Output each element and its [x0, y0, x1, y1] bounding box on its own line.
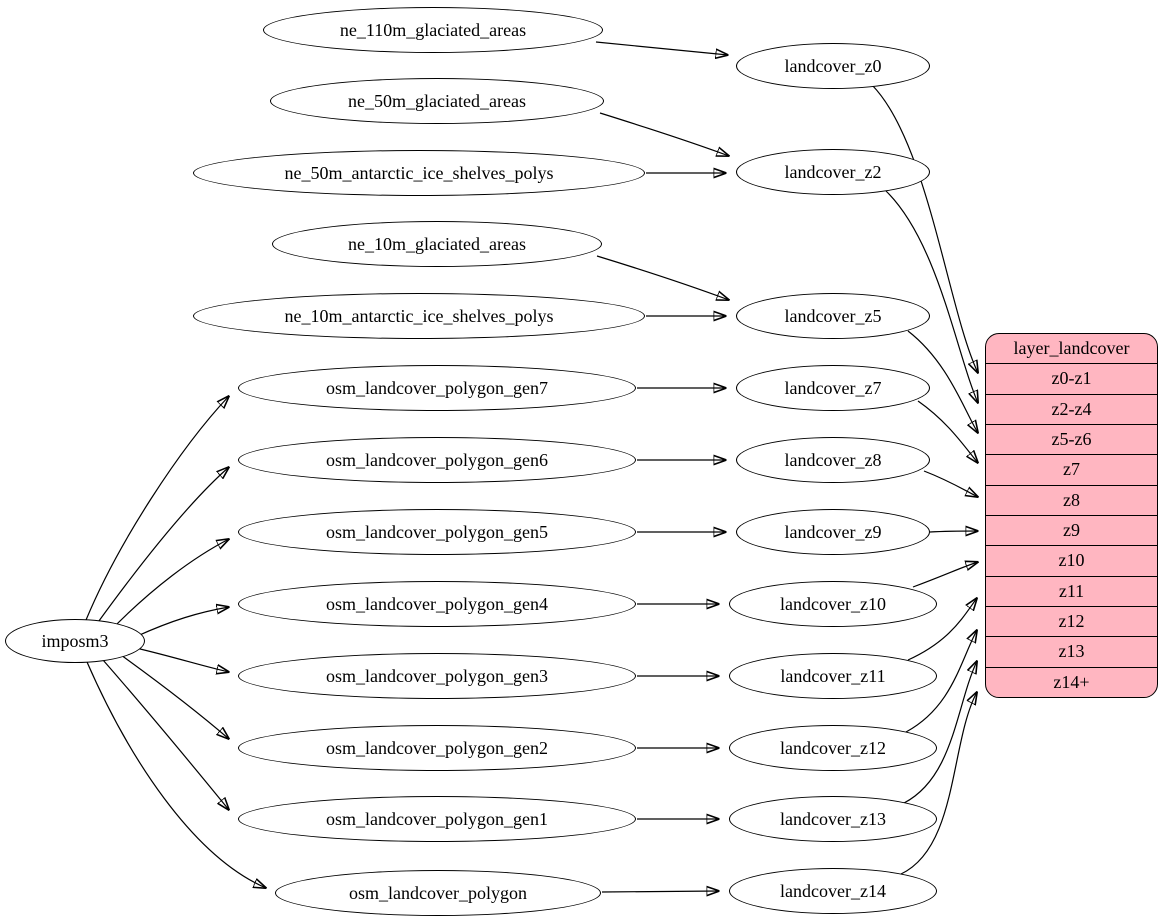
- node-osm-landcover-polygon-gen3: osm_landcover_polygon_gen3: [238, 653, 636, 699]
- record-row-z0-z1: z0-z1: [986, 363, 1157, 393]
- node-landcover-z14: landcover_z14: [729, 868, 937, 914]
- node-ne-110m-glaciated-areas: ne_110m_glaciated_areas: [263, 7, 603, 53]
- node-landcover-z0: landcover_z0: [736, 43, 930, 89]
- node-ne-50m-antarctic-ice-shelves-polys: ne_50m_antarctic_ice_shelves_polys: [193, 150, 645, 196]
- edge-landcover-z11-row-z11: [907, 598, 977, 661]
- node-ne-50m-glaciated-areas: ne_50m_glaciated_areas: [270, 78, 604, 124]
- node-landcover-z13: landcover_z13: [729, 796, 937, 842]
- node-landcover-z7: landcover_z7: [736, 365, 930, 411]
- node-osm-landcover-polygon-gen7: osm_landcover_polygon_gen7: [238, 365, 636, 411]
- edge-landcover-z13-row-z13: [903, 661, 977, 804]
- node-imposm3: imposm3: [5, 619, 145, 663]
- record-row-z10: z10: [986, 545, 1157, 575]
- node-osm-landcover-polygon-gen5: osm_landcover_polygon_gen5: [238, 509, 636, 555]
- edge-imposm3-gen4: [132, 607, 229, 639]
- edge-ne-110m-glaciated-areas-landcover-z0: [595, 41, 728, 55]
- record-row-z8: z8: [986, 484, 1157, 515]
- edge-landcover-z12-row-z12: [905, 630, 977, 733]
- node-osm-landcover-polygon-gen2: osm_landcover_polygon_gen2: [238, 725, 636, 771]
- edge-ne-10m-glaciated-areas-landcover-z5: [596, 255, 729, 300]
- edge-landcover-z10-row-z10: [912, 562, 978, 588]
- node-osm-landcover-polygon-gen6: osm_landcover_polygon_gen6: [238, 437, 636, 483]
- node-landcover-z11: landcover_z11: [729, 653, 937, 699]
- node-landcover-z2: landcover_z2: [736, 149, 930, 195]
- record-row-z12: z12: [986, 605, 1157, 636]
- record-row-z14plus: z14+: [986, 666, 1157, 697]
- edge-imposm3-gen2: [120, 654, 229, 739]
- edge-imposm3-gen1: [102, 659, 229, 810]
- edge-landcover-z8-row-z8: [923, 470, 978, 497]
- edge-imposm3-gen5: [109, 539, 229, 632]
- node-ne-10m-antarctic-ice-shelves-polys: ne_10m_antarctic_ice_shelves_polys: [193, 293, 645, 339]
- record-row-z2-z4: z2-z4: [986, 393, 1157, 424]
- edge-landcover-z14-row-z14plus: [900, 692, 977, 875]
- record-row-z5-z6: z5-z6: [986, 423, 1157, 454]
- edge-imposm3-osm-landcover-polygon: [86, 661, 266, 888]
- node-landcover-z8: landcover_z8: [736, 437, 930, 483]
- node-osm-landcover-polygon: osm_landcover_polygon: [275, 870, 601, 916]
- node-landcover-z5: landcover_z5: [736, 293, 930, 339]
- record-title: layer_landcover: [1013, 338, 1130, 359]
- edge-landcover-z0-row-z0-z1: [871, 84, 978, 373]
- edge-ne-50m-glaciated-areas-landcover-z2: [599, 112, 729, 156]
- node-landcover-z12: landcover_z12: [729, 725, 937, 771]
- node-landcover-z10: landcover_z10: [729, 581, 937, 627]
- edge-landcover-z9-row-z9: [929, 531, 978, 532]
- edge-imposm3-gen6: [95, 467, 229, 626]
- edge-imposm3-gen7: [85, 396, 229, 621]
- edge-landcover-z5-row-z5-z6: [907, 330, 978, 433]
- record-row-z9: z9: [986, 514, 1157, 545]
- node-osm-landcover-polygon-gen4: osm_landcover_polygon_gen4: [238, 581, 636, 627]
- node-ne-10m-glaciated-areas: ne_10m_glaciated_areas: [272, 221, 602, 267]
- node-layer-landcover: layer_landcover z0-z1 z2-z4 z5-z6 z7 z8 …: [985, 333, 1158, 698]
- record-row-z7: z7: [986, 454, 1157, 484]
- record-row-z13: z13: [986, 636, 1157, 666]
- node-osm-landcover-polygon-gen1: osm_landcover_polygon_gen1: [238, 796, 636, 842]
- edge-imposm3-gen3: [135, 647, 229, 672]
- edge-landcover-z7-row-z7: [917, 400, 978, 463]
- edge-osm-landcover-polygon-landcover-z14: [601, 891, 719, 892]
- edge-landcover-z2-row-z2-z4: [885, 190, 978, 403]
- record-row-z11: z11: [986, 575, 1157, 606]
- node-landcover-z9: landcover_z9: [736, 509, 930, 555]
